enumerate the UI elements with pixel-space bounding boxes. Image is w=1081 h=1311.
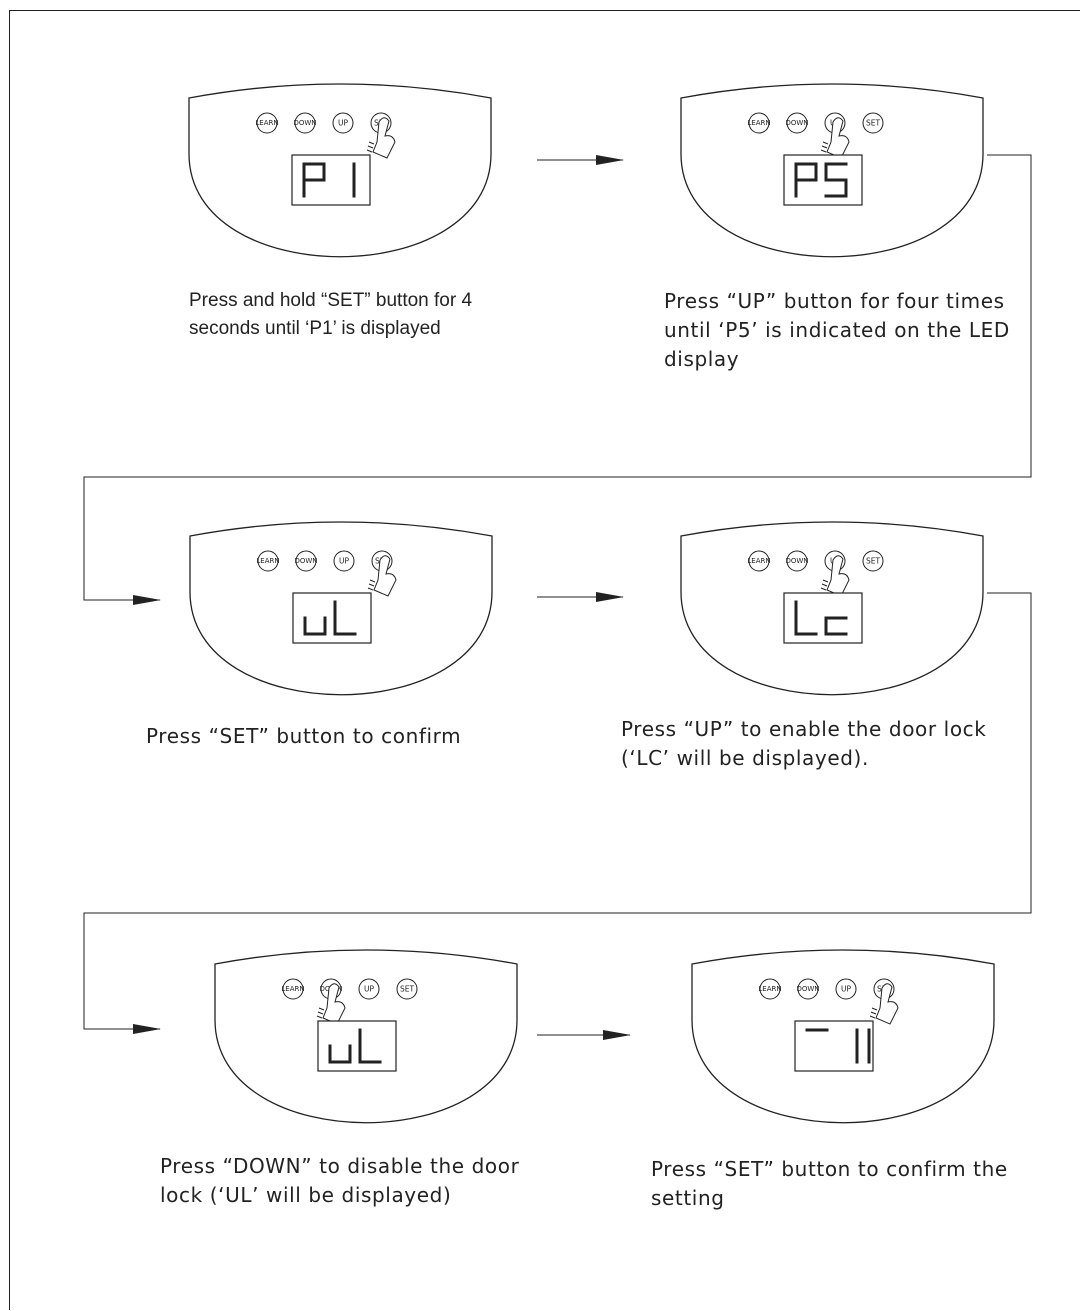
button-set[interactable]: SET bbox=[396, 978, 418, 1000]
led-display bbox=[783, 154, 863, 206]
button-learn[interactable]: LEARN bbox=[255, 112, 279, 134]
button-label: LEARN bbox=[747, 119, 770, 127]
button-up[interactable]: UP bbox=[332, 112, 354, 134]
finger-press-icon bbox=[316, 983, 346, 1025]
finger-press-icon bbox=[367, 555, 397, 597]
step-6-caption: Press “SET” button to confirm the settin… bbox=[651, 1157, 1008, 1210]
button-label: LEARN bbox=[256, 557, 279, 565]
button-down[interactable]: DOWN bbox=[796, 978, 820, 1000]
led-display bbox=[794, 1020, 874, 1072]
panel-step-6: LEARNDOWNUPSET bbox=[691, 949, 995, 1124]
finger-press-icon bbox=[820, 555, 850, 597]
button-label: LEARN bbox=[281, 985, 304, 993]
panel-step-4: LEARNDOWNUPSET bbox=[680, 521, 984, 696]
button-label: UP bbox=[841, 985, 851, 994]
button-label: UP bbox=[338, 119, 348, 128]
button-up[interactable]: UP bbox=[835, 978, 857, 1000]
button-learn[interactable]: LEARN bbox=[747, 550, 771, 572]
panel-step-1: LEARNDOWNUPSET bbox=[188, 83, 492, 258]
connector-row2-row3 bbox=[83, 592, 1032, 1034]
flow-arrows bbox=[83, 154, 1032, 1040]
button-label: LEARN bbox=[255, 119, 278, 127]
button-set[interactable]: SET bbox=[862, 550, 884, 572]
button-label: LEARN bbox=[758, 985, 781, 993]
connector-row1-row2 bbox=[83, 154, 1032, 605]
button-label: SET bbox=[866, 119, 880, 128]
finger-press-icon bbox=[869, 983, 899, 1025]
button-learn[interactable]: LEARN bbox=[256, 550, 280, 572]
button-down[interactable]: DOWN bbox=[293, 112, 317, 134]
step-3-caption: Press “SET” button to confirm bbox=[146, 724, 462, 748]
button-learn[interactable]: LEARN bbox=[758, 978, 782, 1000]
button-label: DOWN bbox=[293, 119, 316, 127]
button-up[interactable]: UP bbox=[333, 550, 355, 572]
step-4-caption: Press “UP” to enable the door lock (‘LC’… bbox=[621, 717, 987, 770]
led-display bbox=[292, 592, 372, 644]
button-label: SET bbox=[866, 557, 880, 566]
finger-press-icon bbox=[366, 117, 396, 159]
button-label: LEARN bbox=[747, 557, 770, 565]
button-label: UP bbox=[364, 985, 374, 994]
button-down[interactable]: DOWN bbox=[785, 112, 809, 134]
step-5-caption: Press “DOWN” to disable the door lock (‘… bbox=[160, 1154, 520, 1207]
panel-step-5: LEARNDOWNUPSET bbox=[214, 949, 518, 1124]
button-up[interactable]: UP bbox=[358, 978, 380, 1000]
panel-step-3: LEARNDOWNUPSET bbox=[189, 521, 493, 696]
button-learn[interactable]: LEARN bbox=[281, 978, 305, 1000]
button-down[interactable]: DOWN bbox=[294, 550, 318, 572]
button-down[interactable]: DOWN bbox=[785, 550, 809, 572]
button-label: DOWN bbox=[796, 985, 819, 993]
led-display bbox=[291, 154, 371, 206]
button-label: DOWN bbox=[785, 119, 808, 127]
button-label: DOWN bbox=[294, 557, 317, 565]
button-label: SET bbox=[400, 985, 414, 994]
button-learn[interactable]: LEARN bbox=[747, 112, 771, 134]
finger-press-icon bbox=[820, 117, 850, 159]
led-display bbox=[317, 1020, 397, 1072]
diagram-frame bbox=[9, 10, 1080, 1310]
button-label: UP bbox=[339, 557, 349, 566]
button-set[interactable]: SET bbox=[862, 112, 884, 134]
panel-step-2: LEARNDOWNUPSET bbox=[680, 83, 984, 258]
step-2-caption: Press “UP” button for four times until ‘… bbox=[664, 289, 1010, 371]
led-display bbox=[783, 592, 863, 644]
step-1-caption: Press and hold “SET” button for 4 second… bbox=[189, 290, 473, 339]
button-label: DOWN bbox=[785, 557, 808, 565]
